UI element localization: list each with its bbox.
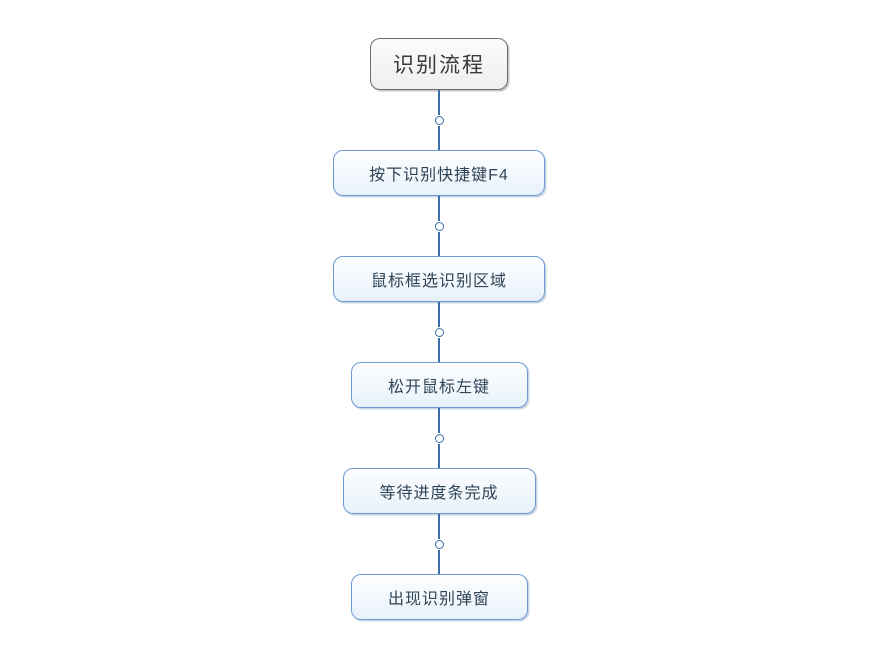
flow-node-step-release-mouse[interactable]: 松开鼠标左键 bbox=[350, 362, 528, 408]
flow-node-root[interactable]: 识别流程 bbox=[370, 38, 508, 90]
connector-line bbox=[438, 302, 440, 327]
connector-step4-step5 bbox=[434, 514, 444, 574]
connector-step1-step2 bbox=[434, 196, 444, 256]
connector-dot-icon bbox=[434, 221, 444, 231]
flow-node-step-wait-progress[interactable]: 等待进度条完成 bbox=[342, 468, 536, 514]
recognition-flowchart: 识别流程 按下识别快捷键F4 鼠标框选识别区域 松开鼠标左键 等待进度条完成 bbox=[333, 38, 545, 620]
connector-line bbox=[438, 90, 440, 115]
connector-step2-step3 bbox=[434, 302, 444, 362]
connector-line bbox=[438, 514, 440, 539]
connector-line bbox=[438, 443, 440, 468]
flow-node-step-drag-select-area[interactable]: 鼠标框选识别区域 bbox=[333, 256, 545, 302]
connector-step3-step4 bbox=[434, 408, 444, 468]
flow-node-step-press-hotkey[interactable]: 按下识别快捷键F4 bbox=[333, 150, 545, 196]
connector-dot-icon bbox=[434, 327, 444, 337]
connector-line bbox=[438, 231, 440, 256]
connector-line bbox=[438, 337, 440, 362]
connector-line bbox=[438, 408, 440, 433]
connector-root-step1 bbox=[434, 90, 444, 150]
flow-node-step-popup-appears[interactable]: 出现识别弹窗 bbox=[350, 574, 528, 620]
connector-line bbox=[438, 196, 440, 221]
connector-line bbox=[438, 549, 440, 574]
connector-dot-icon bbox=[434, 115, 444, 125]
connector-dot-icon bbox=[434, 433, 444, 443]
connector-dot-icon bbox=[434, 539, 444, 549]
connector-line bbox=[438, 125, 440, 150]
